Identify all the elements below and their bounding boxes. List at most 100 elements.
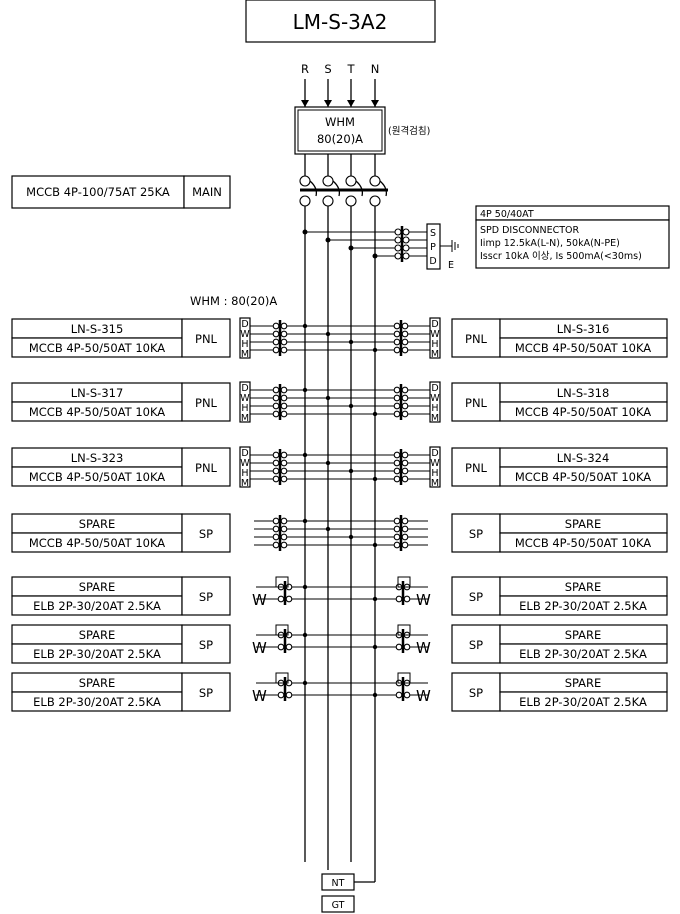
whm-main-rating: 80(20)A <box>317 132 363 146</box>
elb-symbol-icon: W <box>416 639 431 657</box>
feeder-breaker-spec: MCCB 4P-50/50AT 10KA <box>29 536 165 550</box>
feeder-breaker-spec: MCCB 4P-50/50AT 10KA <box>515 536 651 550</box>
feeder-breaker-spec: ELB 2P-30/20AT 2.5KA <box>519 647 647 661</box>
feeder-breaker-spec: MCCB 4P-50/50AT 10KA <box>515 405 651 419</box>
feeder-name: SPARE <box>565 580 602 594</box>
dwhm-letter: W <box>240 458 250 469</box>
dwhm-letter: H <box>241 339 248 350</box>
feeder-tag: PNL <box>195 332 218 346</box>
feeder-tag: SP <box>199 590 213 604</box>
feeder-name: LN-S-315 <box>71 322 124 336</box>
dwhm-letter: D <box>431 319 438 330</box>
feeder-tag: PNL <box>195 396 218 410</box>
dwhm-letter: W <box>430 458 440 469</box>
dwhm-letter: D <box>241 448 248 459</box>
dwhm-letter: M <box>431 349 439 360</box>
whm-feeder-rating: WHM : 80(20)A <box>190 294 277 308</box>
spd-spec-line-1: SPD DISCONNECTOR <box>480 225 579 236</box>
feeder-tag: SP <box>469 638 483 652</box>
main-breaker-label: MCCB 4P-100/75AT 25KA MAIN <box>11 175 231 209</box>
feeder-breaker-spec: MCCB 4P-50/50AT 10KA <box>29 341 165 355</box>
feeder-breaker-spec: ELB 2P-30/20AT 2.5KA <box>519 599 647 613</box>
feeder-tag: SP <box>199 686 213 700</box>
elb-symbol-icon: W <box>416 687 431 705</box>
nt-terminal-label: NT <box>332 878 345 889</box>
feeder-tag: PNL <box>465 396 488 410</box>
spd-breaker-rating: 4P 50/40AT <box>480 209 534 220</box>
feeder-name: LN-S-318 <box>557 386 610 400</box>
feeder-row-7: W W SPARE ELB 2P-30/20AT 2.5KA SP SP SPARE ELB … <box>11 672 668 712</box>
spd-letter-s: S <box>430 228 436 239</box>
dwhm-letter: W <box>240 393 250 404</box>
elb-symbol-icon: W <box>252 639 267 657</box>
main-breaker-tag: MAIN <box>192 185 222 199</box>
main-breaker-spec: MCCB 4P-100/75AT 25KA <box>26 185 170 199</box>
whm-main-label: WHM <box>325 115 355 129</box>
dwhm-letter: D <box>431 448 438 459</box>
dwhm-letter: H <box>431 339 438 350</box>
dwhm-letter: H <box>431 468 438 479</box>
feeder-tag: SP <box>199 527 213 541</box>
panel-title: LM-S-3A2 <box>293 10 388 34</box>
dwhm-letter: W <box>430 393 440 404</box>
neutral-ground-terminals: NT GT <box>321 873 355 913</box>
phase-labels: R S T N <box>301 62 379 76</box>
feeder-name: SPARE <box>79 628 116 642</box>
feeder-tag: PNL <box>465 461 488 475</box>
feeder-breaker-spec: ELB 2P-30/20AT 2.5KA <box>33 695 161 709</box>
phase-label-r: R <box>301 62 309 76</box>
feeder-name: SPARE <box>79 517 116 531</box>
main-watt-hour-meter: WHM 80(20)A (원격검침) <box>294 106 430 155</box>
dwhm-letter: M <box>431 478 439 489</box>
dwhm-letter: M <box>241 413 249 424</box>
feeder-tag: PNL <box>195 461 218 475</box>
dwhm-letter: H <box>241 468 248 479</box>
title-block: LM-S-3A2 <box>245 0 436 43</box>
feeder-tag: SP <box>469 590 483 604</box>
meter-to-main-lines <box>304 154 376 176</box>
feeder-tag: PNL <box>465 332 488 346</box>
elb-symbol-icon: W <box>252 687 267 705</box>
gt-terminal-label: GT <box>332 900 345 911</box>
dwhm-letter: D <box>241 319 248 330</box>
feeder-breaker-spec: MCCB 4P-50/50AT 10KA <box>29 470 165 484</box>
feeder-name: SPARE <box>565 676 602 690</box>
dwhm-letter: D <box>431 383 438 394</box>
spd-spec-line-3: Isscr 10kA 이상, Is 500mA(<30ms) <box>480 251 642 262</box>
feeder-name: SPARE <box>79 676 116 690</box>
bus-bars <box>304 206 376 883</box>
feeder-tag: SP <box>469 686 483 700</box>
phase-label-t: T <box>346 62 355 76</box>
dwhm-letter: H <box>431 403 438 414</box>
feeder-breaker-spec: ELB 2P-30/20AT 2.5KA <box>519 695 647 709</box>
phase-label-s: S <box>324 62 331 76</box>
elb-symbol-icon: W <box>416 591 431 609</box>
main-breaker-symbol <box>299 175 388 207</box>
feeder-row-5: W W SPARE ELB 2P-30/20AT 2.5KA SP SP SPARE ELB … <box>11 576 668 616</box>
feeder-breaker-spec: MCCB 4P-50/50AT 10KA <box>515 341 651 355</box>
whm-remote-note: (원격검침) <box>388 125 430 137</box>
dwhm-letter: W <box>240 329 250 340</box>
feeder-tag: SP <box>199 638 213 652</box>
dwhm-letter: W <box>430 329 440 340</box>
feeder-name: SPARE <box>565 517 602 531</box>
feeder-name: LN-S-317 <box>71 386 124 400</box>
dwhm-letter: M <box>431 413 439 424</box>
spd-letter-p: P <box>430 242 436 253</box>
spd-earth-label: E <box>448 260 454 271</box>
elb-symbol-icon: W <box>252 591 267 609</box>
spd-spec-line-2: Iimp 12.5kA(L-N), 50kA(N-PE) <box>480 238 620 249</box>
feeder-name: SPARE <box>79 580 116 594</box>
spd-branch: S P D E <box>302 223 459 271</box>
feeder-name: LN-S-324 <box>557 451 610 465</box>
feeder-breaker-spec: ELB 2P-30/20AT 2.5KA <box>33 599 161 613</box>
feeder-name: SPARE <box>565 628 602 642</box>
dwhm-letter: M <box>241 478 249 489</box>
incoming-lines <box>301 79 379 107</box>
feeder-name: LN-S-323 <box>71 451 124 465</box>
spd-spec-box: 4P 50/40AT SPD DISCONNECTOR Iimp 12.5kA(… <box>475 205 670 269</box>
